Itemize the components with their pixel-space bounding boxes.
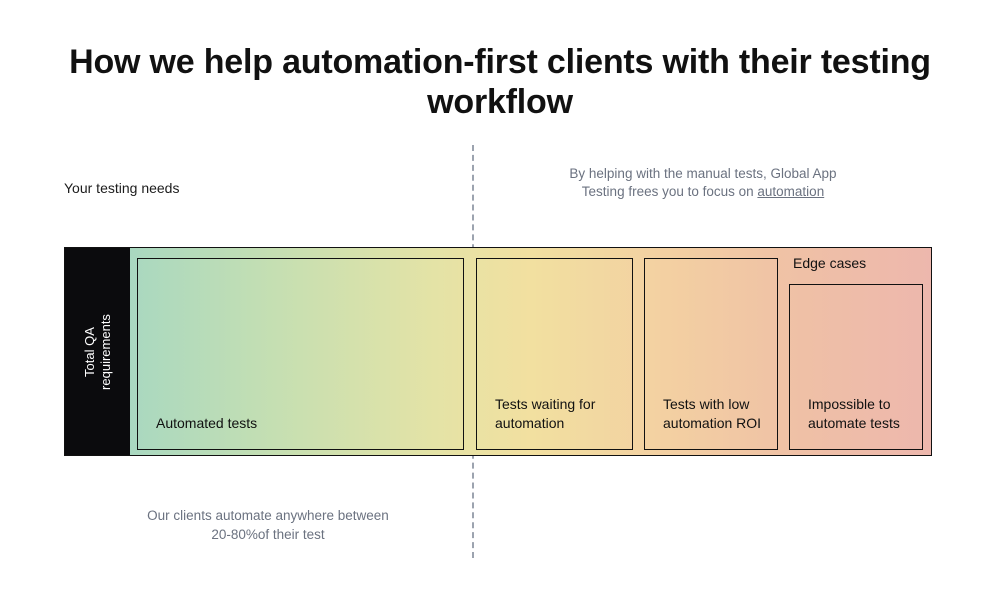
title-emphasis: automation-first xyxy=(282,43,538,81)
segment-tests-waiting-for-automation[interactable]: Tests waiting for automation xyxy=(476,258,633,450)
total-qa-axis-bar: Total QA requirements xyxy=(65,248,130,455)
automation-link[interactable]: automation xyxy=(757,184,825,199)
automation-spectrum: Automated tests Tests waiting for automa… xyxy=(130,248,931,455)
manual-tests-note: By helping with the manual tests, Global… xyxy=(545,165,861,201)
manual-tests-note-line2: Testing frees you to focus on xyxy=(581,184,758,199)
title-part-2: clients with their testing workflow xyxy=(427,43,931,121)
total-qa-axis-label: Total QA requirements xyxy=(82,262,114,442)
automation-range-note-line1: Our clients automate anywhere between xyxy=(147,508,389,523)
axis-label-line2: requirements xyxy=(97,313,113,390)
automation-range-note-line2: 20-80%of their test xyxy=(211,527,325,542)
page-title: How we help automation-first clients wit… xyxy=(60,42,940,122)
segment-label: Tests waiting for automation xyxy=(495,396,596,431)
segment-automated-tests[interactable]: Automated tests xyxy=(137,258,464,450)
segment-impossible-to-automate-tests[interactable]: Impossible to automate tests xyxy=(789,284,923,450)
axis-label-line1: Total QA xyxy=(81,326,97,377)
manual-tests-note-line1: By helping with the manual tests, Global… xyxy=(569,166,837,181)
testing-needs-label: Your testing needs xyxy=(64,180,180,196)
automation-range-note: Our clients automate anywhere between 20… xyxy=(115,506,421,544)
segment-label: Impossible to automate tests xyxy=(808,396,900,431)
edge-cases-label: Edge cases xyxy=(793,255,867,271)
segment-label: Tests with low automation ROI xyxy=(663,396,762,431)
segment-tests-with-low-automation-roi[interactable]: Tests with low automation ROI xyxy=(644,258,778,450)
title-part-1: How we help xyxy=(69,43,283,81)
qa-requirements-band: Total QA requirements Automated tests Te… xyxy=(64,247,932,456)
segment-label: Automated tests xyxy=(156,415,258,431)
